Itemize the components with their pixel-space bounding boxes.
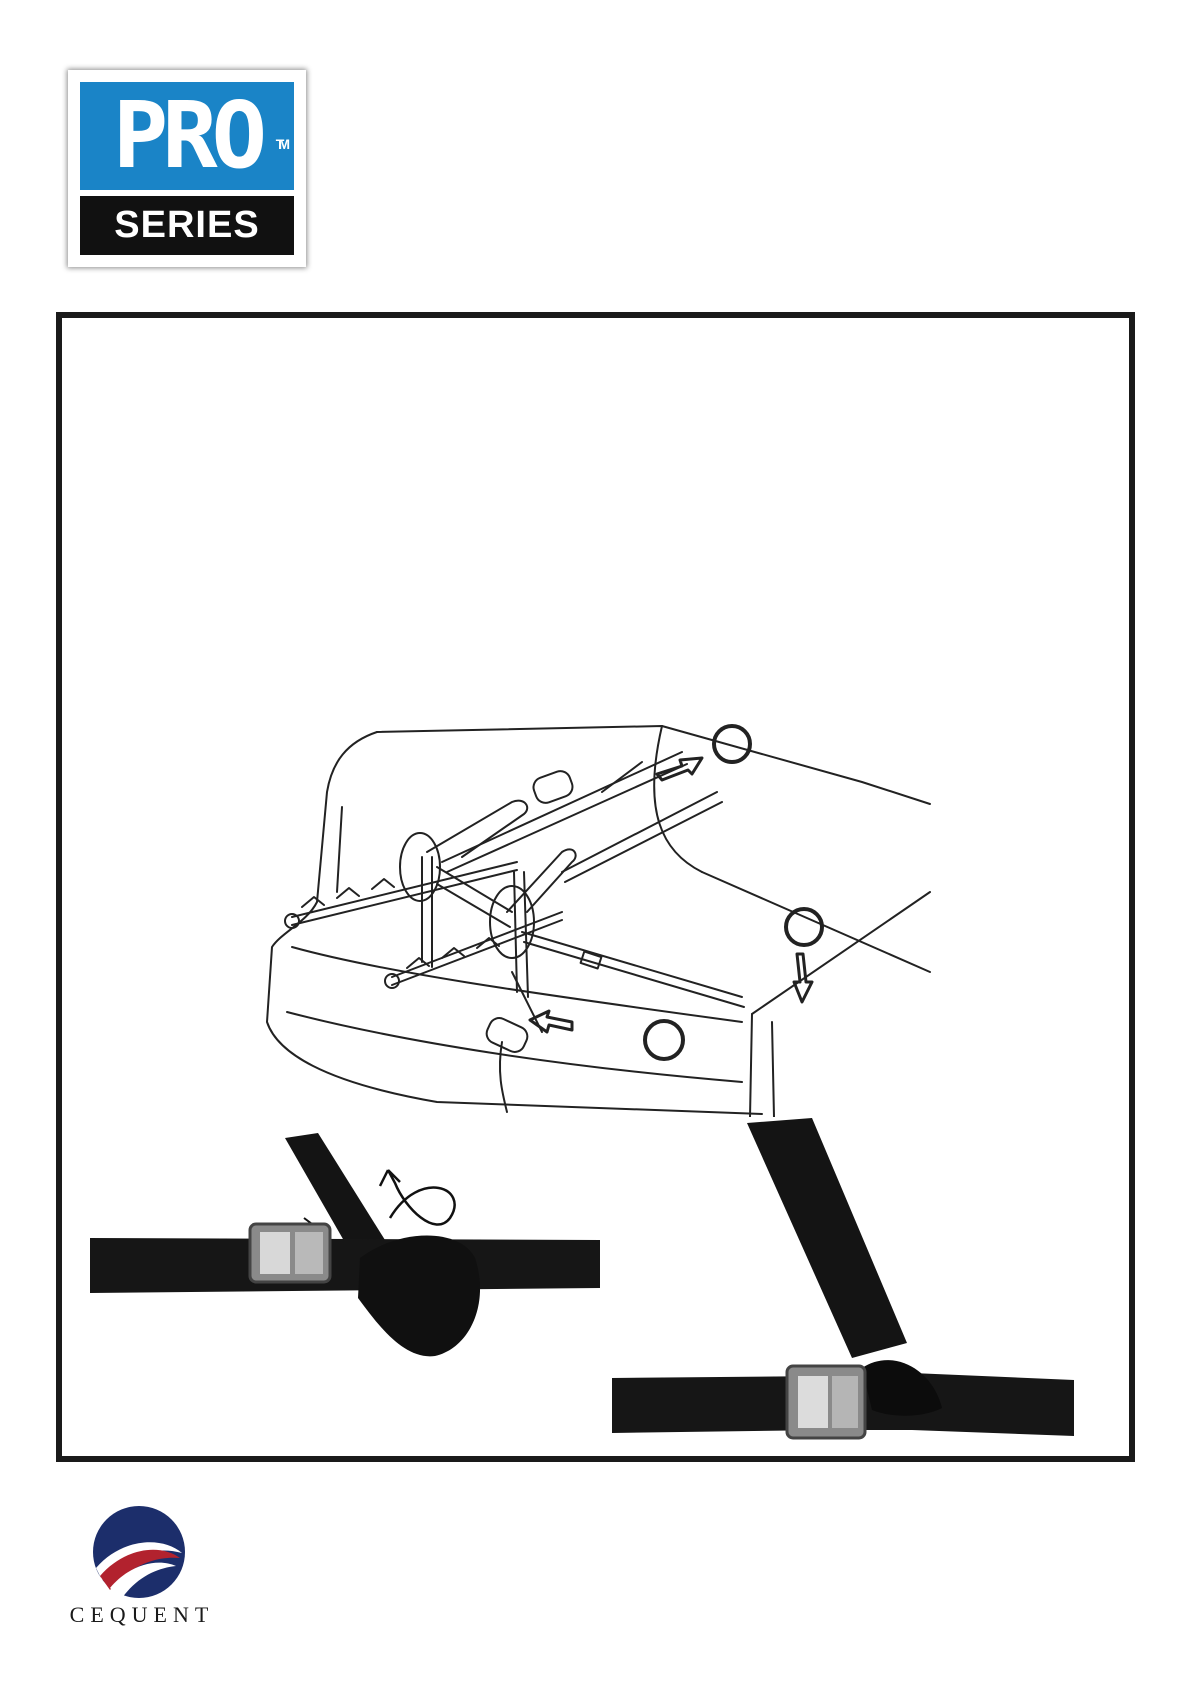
callout-bottom: [530, 1011, 683, 1059]
strap-knot: [358, 1236, 480, 1357]
diagonal-strap: [747, 1118, 907, 1358]
buckle-cam-right: [832, 1376, 858, 1428]
pro-series-logo: PRO TM SERIES: [68, 70, 306, 267]
strap-buckle-photo: [612, 1118, 1077, 1448]
strap-fold: [862, 1360, 942, 1416]
logo-pro-text: PRO: [113, 82, 261, 189]
logo-trademark: TM: [276, 90, 284, 198]
logo-series-text: SERIES: [114, 204, 259, 246]
strap-knot-photo: [90, 1128, 600, 1423]
horizontal-strap: [90, 1238, 600, 1293]
cequent-wordmark: CEQUENT: [62, 1602, 222, 1628]
logo-series-block: SERIES: [80, 196, 294, 255]
buckle-plate-right: [798, 1376, 828, 1428]
logo-pro-block: PRO TM: [80, 82, 294, 190]
bike-rack-illustration: [262, 722, 932, 1117]
car-trunk-outline: [267, 726, 930, 1117]
buckle-cam: [295, 1232, 323, 1274]
rack-straps: [442, 752, 744, 1032]
loop-knot-icon: [380, 1170, 455, 1225]
buckle-plate: [260, 1232, 290, 1274]
